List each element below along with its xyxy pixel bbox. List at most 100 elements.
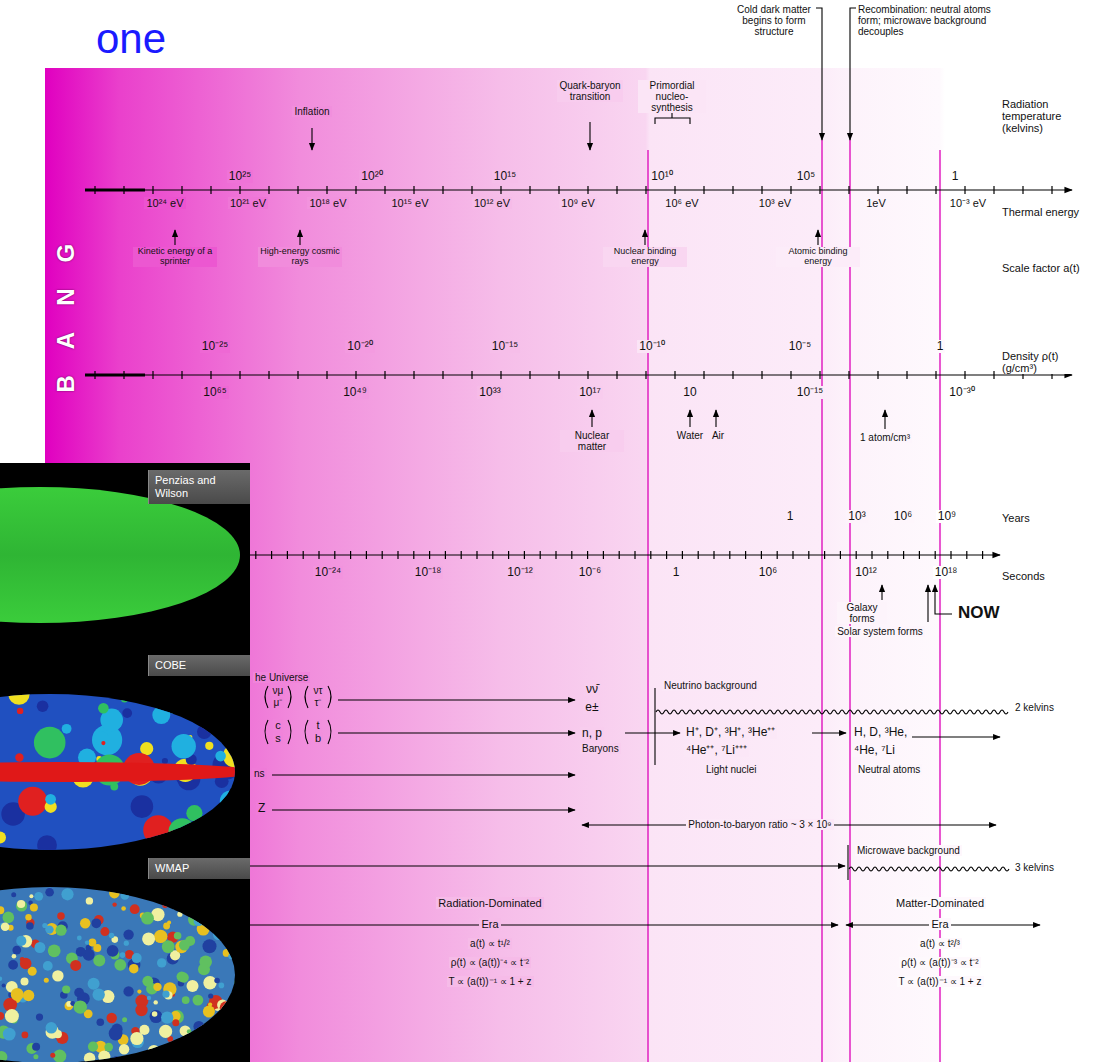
tick-label: 10¹² <box>853 566 878 579</box>
annotation: Atomic binding energy <box>776 247 860 267</box>
species-label: Light nuclei <box>704 764 759 775</box>
particle-flow-lines <box>240 686 1040 925</box>
tick-label: 1 <box>785 510 796 523</box>
tick-label: 10¹⁷ <box>577 386 603 399</box>
annotation: Kinetic energy of a sprinter <box>133 247 217 267</box>
section-title: he Universe <box>253 672 310 683</box>
tab-text: WMAP <box>155 862 244 875</box>
big-bang-letters: BANG <box>53 216 79 395</box>
annotation-pointers <box>175 8 952 622</box>
era-label: Era <box>929 918 950 930</box>
era-formula: ρ(t) ∝ (a(t))⁻⁴ ∝ t⁻² <box>449 957 531 968</box>
species-label: Microwave background <box>855 845 962 856</box>
tick-label: 10⁶⁵ <box>201 386 228 399</box>
tick-label: 10²⁰ <box>359 170 384 183</box>
annotation: Solar system forms <box>835 626 925 637</box>
annotation: High-energy cosmic rays <box>258 247 342 267</box>
tick-label: 10 <box>681 386 698 399</box>
annotation: Galaxy forms <box>837 602 887 624</box>
tick-label: 1 <box>935 340 946 353</box>
tick-label: 10⁻²⁰ <box>345 340 374 353</box>
particle-symbol: τ⁻ <box>313 697 324 708</box>
particle-symbol: n, p <box>580 727 604 740</box>
era-formula: a(t) ∝ t²/³ <box>918 938 962 949</box>
particle-symbol: b <box>313 732 323 744</box>
species-label: Neutral atoms <box>856 764 922 775</box>
tick-label: 10⁻³ eV <box>948 197 988 209</box>
particle-symbol: Z <box>256 802 267 815</box>
tick-label: 10¹⁵ eV <box>390 197 431 209</box>
temperature-label: 2 kelvins <box>1013 702 1056 713</box>
annotation: Water <box>675 430 705 441</box>
era-formula: T ∝ (a(t))⁻¹ ∝ 1 + z <box>447 976 534 987</box>
ratio-label: Photon-to-baryon ratio ~ 3 × 10⁹ <box>686 819 833 830</box>
sky-map-panel <box>0 463 260 1062</box>
tick-label: 10⁻²⁴ <box>313 566 344 579</box>
tick-label: 10²⁴ eV <box>144 197 185 209</box>
annotation: Inflation <box>292 106 331 117</box>
annotation: Nuclear binding energy <box>603 247 687 267</box>
particle-symbol: e± <box>583 701 600 714</box>
slide-title: one <box>94 16 168 62</box>
tick-label: 10⁶ eV <box>663 197 700 209</box>
axis-title: Seconds <box>1000 570 1047 582</box>
tick-label: 10³ <box>846 510 867 523</box>
particle-symbol: ⁴He⁺⁺, ⁷Li⁺⁺⁺ <box>684 744 749 757</box>
particle-symbol: t <box>314 719 321 731</box>
axes <box>85 186 1072 559</box>
tick-label: 10⁻¹² <box>505 566 534 579</box>
particle-symbol: ns <box>252 768 267 779</box>
annotation: 1 atom/cm³ <box>858 432 912 443</box>
annotation: Air <box>710 430 726 441</box>
tick-label: 10⁹ eV <box>559 197 596 209</box>
tick-label: 10⁻³⁰ <box>947 386 976 399</box>
axis-title: Years <box>1000 512 1032 524</box>
tick-label: 1 <box>950 170 961 183</box>
tick-label: 10¹⁰ <box>649 170 674 183</box>
tick-label: 10⁻¹⁰ <box>637 340 666 353</box>
map-caption-tab: WMAP <box>148 858 250 879</box>
tick-label: 10¹⁸ eV <box>307 197 348 209</box>
tick-label: 1eV <box>864 197 888 209</box>
particle-symbol: νν̄ <box>584 683 600 696</box>
tick-label: 10⁶ <box>757 566 779 579</box>
axis-title: Scale factor a(t) <box>1000 262 1082 274</box>
axis-title: Density ρ(t) (g/cm³) <box>1000 350 1094 374</box>
tab-text: COBE <box>155 659 244 672</box>
species-label: Baryons <box>580 743 621 754</box>
species-label: Neutrino background <box>662 680 759 691</box>
tick-label: 10⁻²⁵ <box>200 340 230 353</box>
particle-symbol: μ⁻ <box>272 697 285 708</box>
annotation: Recombination: neutral atoms form; micro… <box>856 4 1010 37</box>
annotation: Nuclear matter <box>560 430 624 452</box>
particle-symbol: c <box>273 719 283 731</box>
particle-symbol: ντ <box>312 685 325 696</box>
annotation: Primordial nucleo-synthesis <box>638 80 706 113</box>
annotation: Quark-baryon transition <box>557 80 623 102</box>
particle-symbol: s <box>273 732 283 744</box>
tick-label: 10¹² eV <box>472 197 512 209</box>
tick-label: 10¹⁵ <box>492 170 518 183</box>
now-marker: NOW <box>956 604 1002 623</box>
tab-text: Penzias and Wilson <box>155 474 244 500</box>
tick-label: 10⁻¹⁵ <box>490 340 520 353</box>
tick-label: 10⁻⁵ <box>787 340 813 353</box>
era-formula: T ∝ (a(t))⁻¹ ∝ 1 + z <box>897 976 984 987</box>
particle-symbol: H, D, ³He, <box>852 726 909 739</box>
axis-title: Radiation temperature (kelvins) <box>1000 98 1104 134</box>
tick-label: 10⁶ <box>892 510 914 523</box>
tick-label: 10⁻¹⁸ <box>413 566 443 579</box>
tick-label: 10⁻¹⁵ <box>795 386 825 399</box>
map-caption-tab: COBE <box>148 655 250 676</box>
era-formula: ρ(t) ∝ (a(t))⁻³ ∝ t⁻² <box>899 957 980 968</box>
tick-label: 10⁵ <box>795 170 817 183</box>
tick-label: 10³ eV <box>757 197 793 209</box>
tick-label: 10²¹ eV <box>228 197 268 209</box>
temperature-label: 3 kelvins <box>1013 862 1056 873</box>
map-caption-tab: Penzias and Wilson <box>148 470 250 504</box>
tick-label: 10²⁵ <box>227 170 253 183</box>
era-formula: a(t) ∝ t¹/² <box>468 938 512 949</box>
annotation: Cold dark matter begins to form structur… <box>732 4 816 37</box>
particle-symbol: νμ <box>271 685 286 696</box>
era-label: Matter-Dominated <box>894 897 986 909</box>
